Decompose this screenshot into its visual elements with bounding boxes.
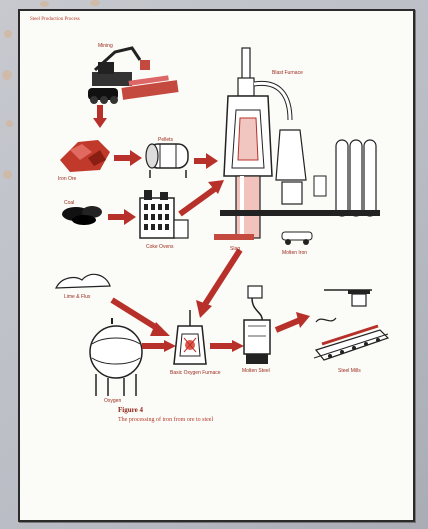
label-steel-mills: Steel Mills — [338, 368, 361, 374]
arrow — [194, 153, 218, 169]
label-slag: Slag — [230, 246, 240, 252]
label-basic-oxygen-furnace: Basic Oxygen Furnace — [170, 370, 221, 376]
iron-ore-pile — [60, 140, 110, 172]
steel-mills-illustration — [314, 290, 388, 360]
figure-caption: The processing of iron from ore to steel — [118, 417, 213, 423]
coal-pile — [62, 206, 102, 225]
label-oxygen: Oxygen — [104, 398, 121, 404]
label-molten-steel: Molten Steel — [242, 368, 270, 374]
label-iron-ore: Iron Ore — [58, 176, 76, 182]
header-note: Steel Production Process — [30, 17, 80, 22]
label-coal: Coal — [64, 200, 74, 206]
arrow — [180, 180, 224, 214]
figure-title: Figure 4 — [118, 406, 143, 414]
blast-furnace-illustration — [214, 48, 380, 245]
label-molten-iron: Molten Iron — [282, 250, 307, 256]
label-pellets: Pellets — [158, 137, 173, 143]
basic-oxygen-furnace-illustration — [174, 310, 206, 364]
label-coke-ovens: Coke Ovens — [146, 244, 174, 250]
label-mining: Mining — [98, 43, 113, 49]
molten-steel-illustration — [244, 286, 270, 364]
arrow — [210, 340, 244, 352]
arrow — [276, 312, 310, 330]
arrow — [108, 209, 136, 225]
lime-flux-pile — [56, 274, 110, 288]
pellet-drum-illustration — [146, 144, 188, 178]
oxygen-tank-illustration — [90, 318, 142, 396]
arrow — [114, 150, 142, 166]
label-blast-furnace: Blast Furnace — [272, 70, 303, 76]
mining-equipment-illustration — [88, 48, 179, 128]
arrow — [142, 340, 176, 352]
arrow — [196, 250, 240, 318]
label-lime-flux: Lime & Flux — [64, 294, 90, 300]
